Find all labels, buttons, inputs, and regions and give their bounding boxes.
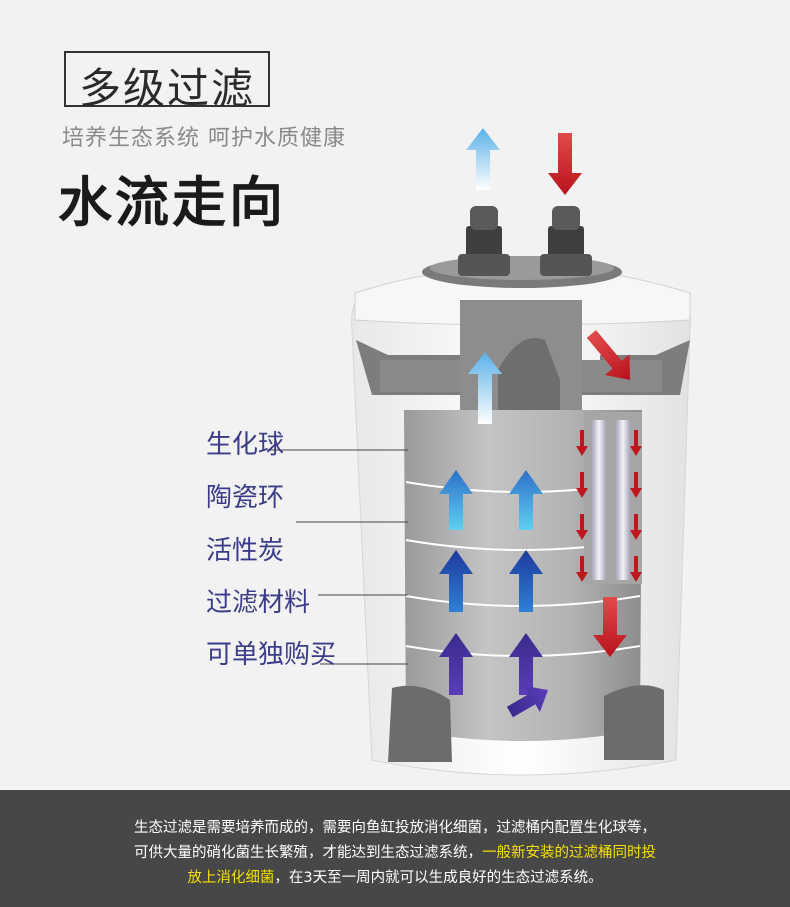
layer-label-activated-carbon: 活性炭	[206, 536, 285, 566]
arrow-up-layer1-left	[439, 470, 473, 530]
title-box: 多级过滤	[64, 51, 270, 113]
inlet-connector	[540, 206, 592, 276]
arrow-up-layer3-left	[439, 633, 473, 695]
arrow-out-head	[468, 352, 502, 424]
filter-foot-left	[388, 685, 452, 762]
arrow-up-layer3-right	[509, 633, 543, 695]
layer-label-filter-media: 过滤材料	[206, 588, 311, 618]
description-line-3-plain: ，在3天至一周内就可以生成良好的生态过滤系统。	[274, 870, 603, 886]
arrow-up-layer1-right	[509, 470, 543, 530]
outlet-connector	[458, 206, 510, 276]
column-small-arrows	[576, 430, 642, 582]
arrow-up-layer2-left	[439, 550, 473, 612]
description-line-1: 生态过滤是需要培养而成的，需要向鱼缸投放消化细菌，过滤桶内配置生化球等，	[134, 820, 656, 836]
description-line-2-plain: 可供大量的硝化菌生长繁殖，才能达到生态过滤系统，	[134, 845, 482, 861]
arrow-out-top	[466, 128, 500, 190]
arrow-down-column	[593, 597, 627, 657]
arrow-in-top	[548, 133, 582, 195]
filter-foot-right	[604, 685, 664, 760]
arrow-up-layer2-right	[509, 550, 543, 612]
arrow-in-head	[586, 330, 630, 380]
filter-diagram	[270, 128, 691, 776]
subtitle: 培养生态系统 呵护水质健康	[62, 126, 346, 151]
description-line-2-highlight: 一般新安装的过滤桶同时投	[482, 845, 656, 861]
label-leader-lines	[270, 449, 408, 665]
main-title: 水流走向	[58, 171, 286, 234]
arrow-inflow-bottom	[506, 686, 548, 718]
layer-label-sold-separately: 可单独购买	[206, 640, 337, 670]
layer-label-bio-balls: 生化球	[206, 430, 285, 460]
description-line-2: 可供大量的硝化菌生长繁殖，才能达到生态过滤系统，一般新安装的过滤桶同时投	[0, 841, 790, 862]
description-line-3: 放上消化细菌，在3天至一周内就可以生成良好的生态过滤系统。	[0, 866, 790, 887]
box-title: 多级过滤	[78, 64, 255, 113]
description-line-3-highlight: 放上消化细菌	[187, 870, 275, 886]
description-panel: 生态过滤是需要培养而成的，需要向鱼缸投放消化细菌，过滤桶内配置生化球等， 可供大…	[0, 790, 790, 907]
layer-label-ceramic-rings: 陶瓷环	[206, 483, 285, 513]
